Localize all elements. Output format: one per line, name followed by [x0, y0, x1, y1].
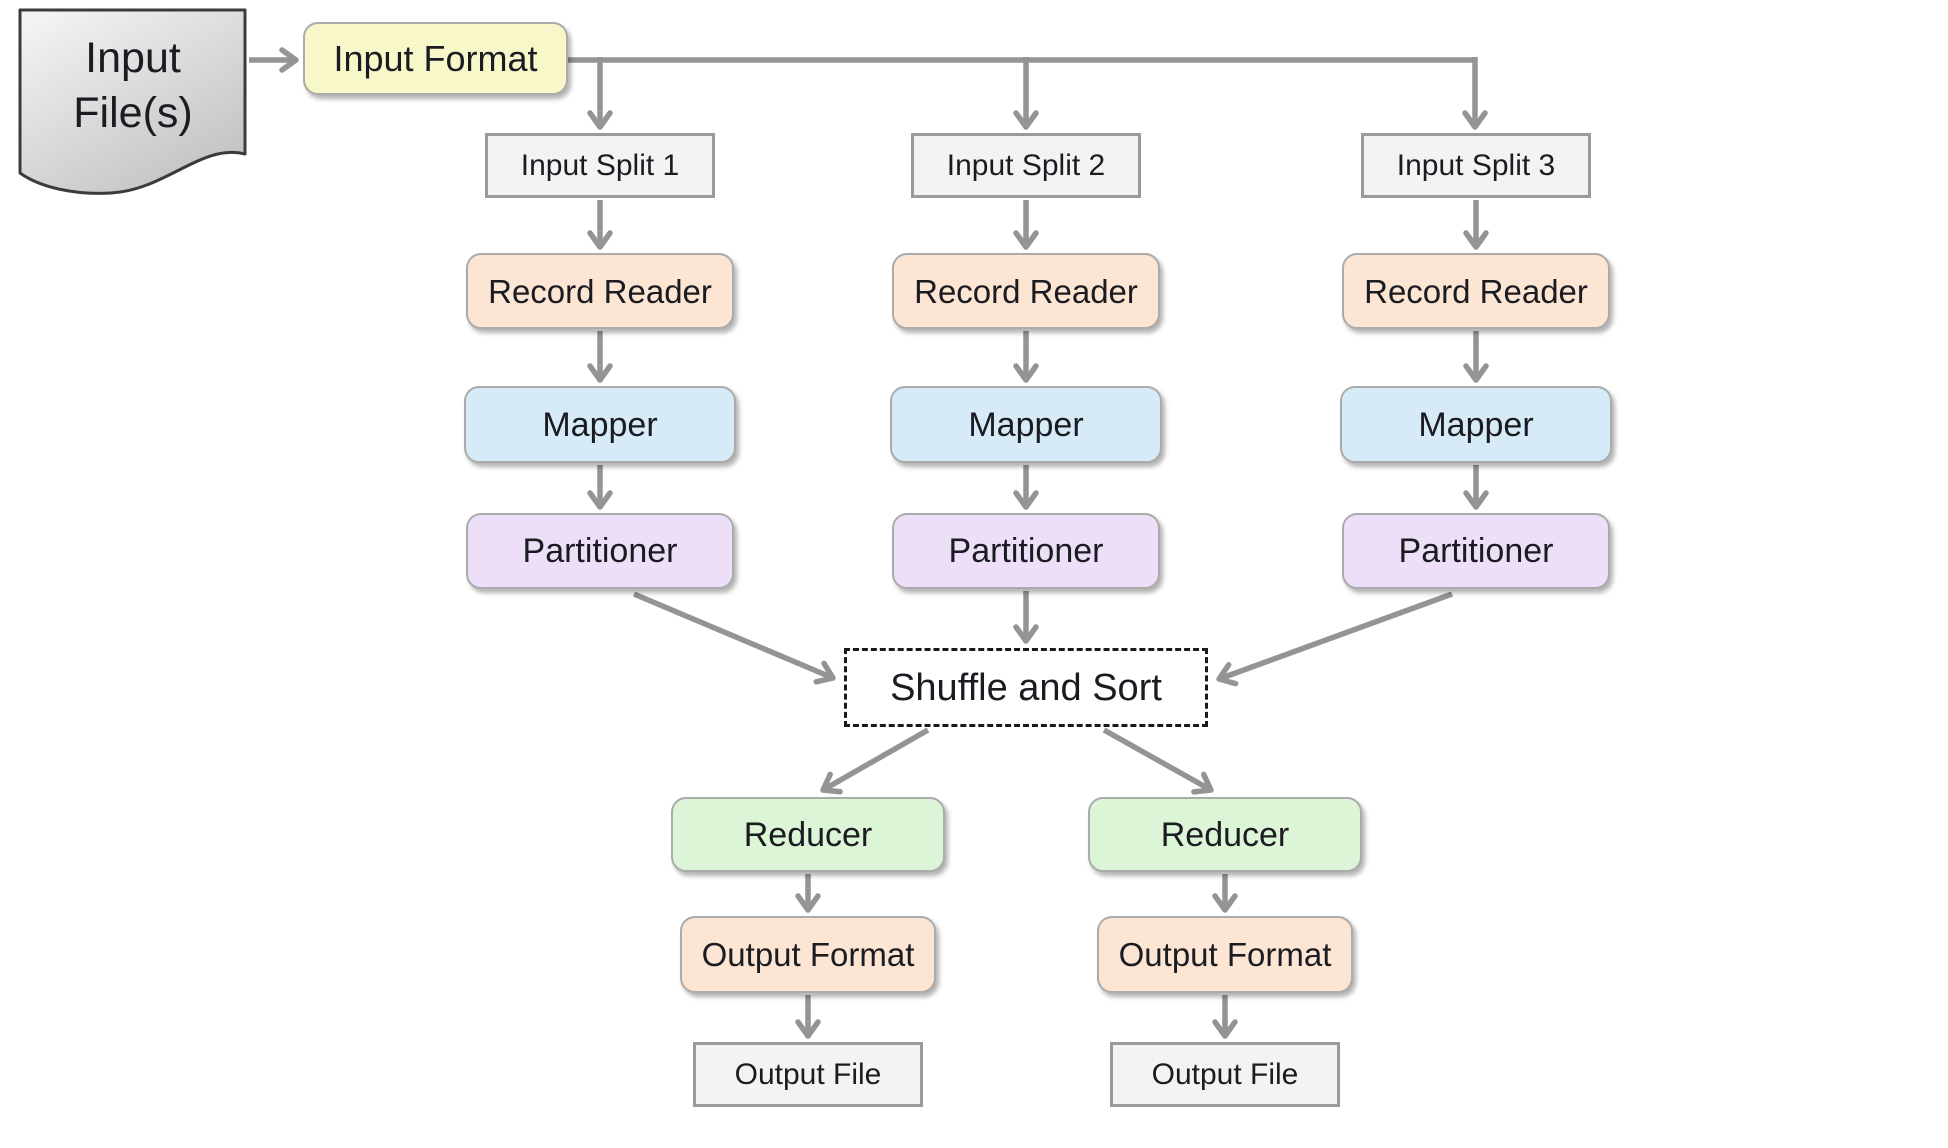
input-files-shape [18, 8, 247, 195]
input-split-2-box: Input Split 2 [911, 133, 1141, 198]
input-split-1-box: Input Split 1 [485, 133, 715, 198]
input-files-label-line1: Input [85, 33, 181, 82]
arrow-shuffle-to-reducer2 [1102, 727, 1214, 795]
shuffle-and-sort-box: Shuffle and Sort [844, 648, 1208, 727]
arrow-shuffle-to-reducer1 [820, 727, 930, 795]
reducer-1-box: Reducer [671, 797, 945, 872]
partitioner-3-box: Partitioner [1342, 513, 1610, 589]
partitioner-1-box: Partitioner [466, 513, 734, 589]
output-file-2-box: Output File [1110, 1042, 1340, 1107]
input-format-box: Input Format [303, 22, 568, 95]
record-reader-2-box: Record Reader [892, 253, 1160, 329]
input-files-label-line2: File(s) [73, 89, 193, 137]
partitioner-2-box: Partitioner [892, 513, 1160, 589]
arrow-partitioner3-to-shuffle [1216, 591, 1453, 687]
reducer-2-box: Reducer [1088, 797, 1362, 872]
mapper-1-box: Mapper [464, 386, 736, 463]
mapper-3-box: Mapper [1340, 386, 1612, 463]
mapper-2-box: Mapper [890, 386, 1162, 463]
output-file-1-box: Output File [693, 1042, 923, 1107]
record-reader-3-box: Record Reader [1342, 253, 1610, 329]
input-files-label: Input File(s) [20, 16, 246, 156]
output-format-2-box: Output Format [1097, 916, 1353, 993]
record-reader-1-box: Record Reader [466, 253, 734, 329]
arrow-partitioner1-to-shuffle [632, 591, 836, 685]
output-format-1-box: Output Format [680, 916, 936, 993]
input-split-3-box: Input Split 3 [1361, 133, 1591, 198]
